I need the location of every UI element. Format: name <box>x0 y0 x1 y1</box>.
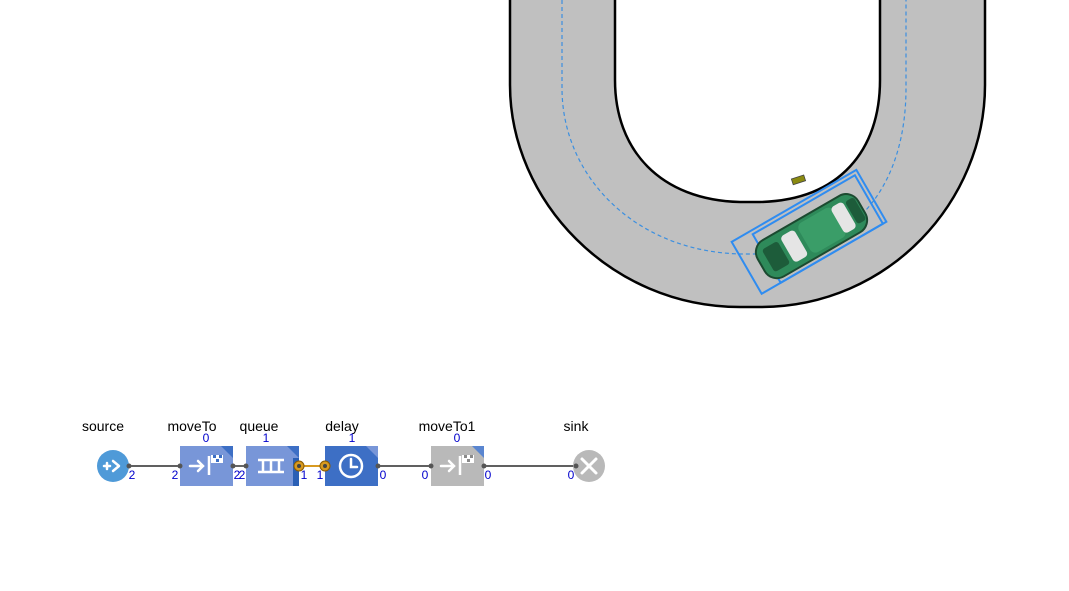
moveTo1-out-count: 0 <box>485 468 492 482</box>
moveTo1-top-count: 0 <box>454 431 461 445</box>
close-x-icon <box>580 457 598 475</box>
delay-out-count: 0 <box>380 468 387 482</box>
delay-block[interactable] <box>319 446 381 486</box>
source-label: source <box>82 418 124 434</box>
road-surface <box>510 0 985 307</box>
clock-icon <box>338 453 364 479</box>
moveTo1-in-count: 0 <box>422 468 429 482</box>
queue-out-count: 1 <box>301 468 308 482</box>
moveTo-in-count: 2 <box>172 468 179 482</box>
queue-in-count: 2 <box>239 468 246 482</box>
car-agent[interactable] <box>730 168 888 296</box>
delay-in-count: 1 <box>317 468 324 482</box>
flag-arrow-icon <box>188 455 223 475</box>
road <box>508 0 987 309</box>
sink-label: sink <box>564 418 590 434</box>
moveTo1-block[interactable] <box>428 446 487 486</box>
node-marker[interactable] <box>790 174 807 186</box>
moveTo1-label: moveTo1 <box>419 418 476 434</box>
source-out-count: 2 <box>129 468 136 482</box>
car-body <box>754 193 869 280</box>
source-arrow-icon <box>102 459 121 473</box>
moveTo-out-count: 2 <box>234 468 241 482</box>
queue-icon <box>258 458 284 474</box>
queue-block[interactable] <box>243 446 305 486</box>
delay-top-count: 1 <box>349 431 356 445</box>
moveTo-block[interactable] <box>177 446 236 486</box>
sink-block[interactable] <box>573 450 605 482</box>
moveTo-top-count: 0 <box>203 431 210 445</box>
queue-label: queue <box>240 418 279 434</box>
road-outer-edge <box>508 0 987 309</box>
moveTo-label: moveTo <box>167 418 216 434</box>
delay-label: delay <box>325 418 358 434</box>
road-inner-edge <box>613 0 882 204</box>
source-block[interactable] <box>97 450 132 482</box>
process-flowchart: source moveTo queue delay moveTo1 sink 0… <box>82 418 605 486</box>
flag-arrow-icon <box>439 455 474 475</box>
road-centerline-path <box>561 0 907 255</box>
sink-in-count: 0 <box>568 468 575 482</box>
queue-top-count: 1 <box>263 431 270 445</box>
